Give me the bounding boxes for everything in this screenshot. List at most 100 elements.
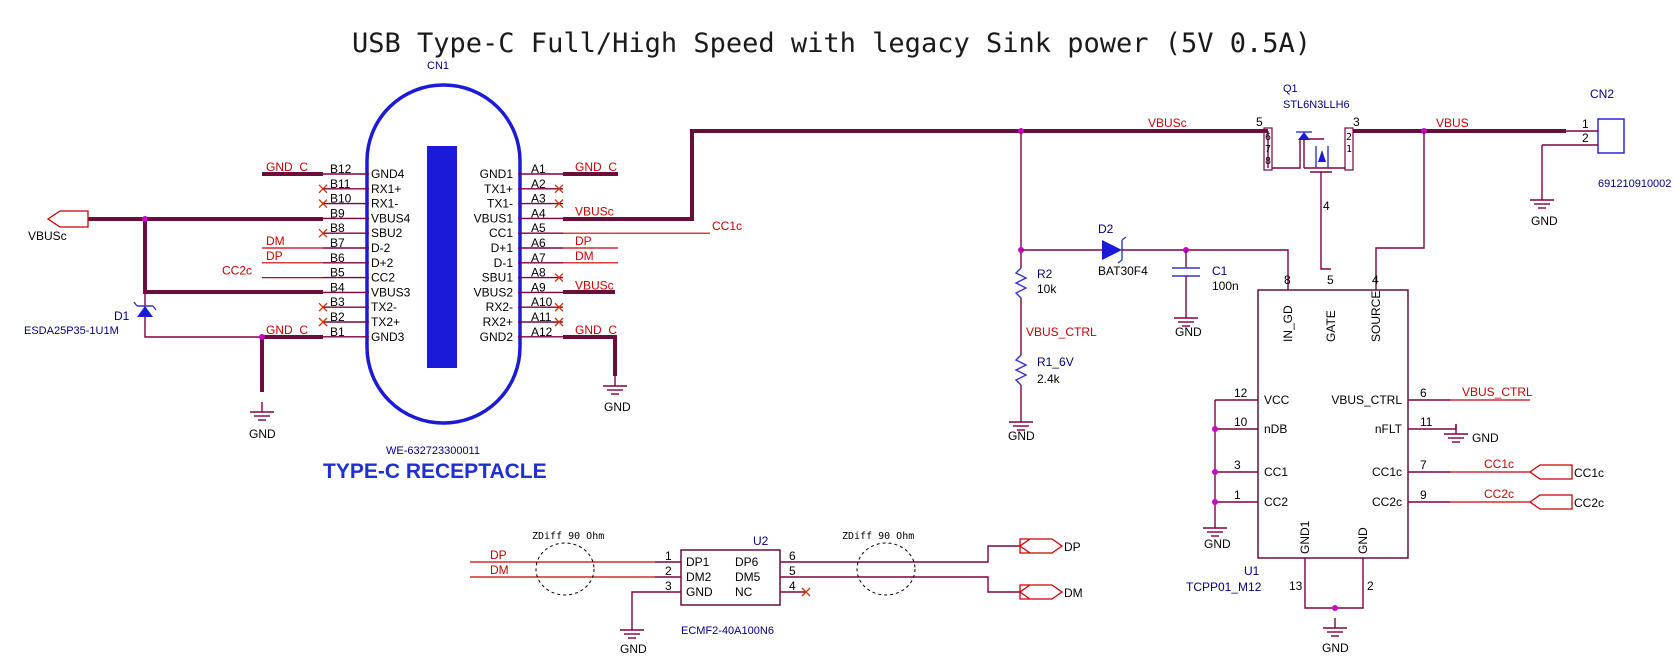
no-connect-mark: [554, 273, 564, 283]
ground-label: GND: [249, 427, 276, 441]
no-connect-mark: [554, 317, 564, 327]
cn1-pin-name: TX1-: [487, 197, 513, 211]
u1-pin-number: 7: [1420, 458, 1427, 472]
cn1-pin-name: VBUS1: [474, 211, 514, 225]
cn1-pin-name: SBU2: [371, 226, 403, 240]
cn1-pin-number: B9: [330, 206, 345, 220]
junction-dot: [259, 334, 265, 340]
u1-pin-number: 5: [1327, 273, 1334, 287]
zdiff-label-right: ZDiff 90 Ohm: [842, 531, 914, 542]
u1-pin-name: VCC: [1264, 393, 1290, 407]
cn1-pin-number: A6: [531, 236, 546, 250]
r1-ref: R1_6V: [1037, 355, 1074, 369]
u2-pin-name: NC: [735, 585, 753, 599]
cn1-pin-name: RX2-: [486, 300, 513, 314]
cn1-pin-name: CC1: [489, 226, 513, 240]
u1-pin-number: 4: [1372, 273, 1379, 287]
u2-net-label: DP: [490, 548, 507, 562]
dp-port: [1018, 538, 1064, 554]
cn1-tongue: [427, 146, 457, 368]
cn1-net-label: GND_C: [266, 323, 308, 337]
ground-label: GND: [1008, 429, 1035, 443]
ground-label: GND: [1204, 537, 1231, 551]
c1-capacitor: C1 100n: [1172, 250, 1239, 308]
q1-pin: 6: [1265, 132, 1271, 143]
q1-pin: 3: [1353, 115, 1360, 129]
cn1-pin-number: A7: [531, 251, 546, 265]
cn1-pin-name: D+1: [491, 241, 514, 255]
dm-port-label: DM: [1064, 586, 1083, 600]
cn1-pin-name: VBUS2: [474, 285, 514, 299]
u1-pin-number: 13: [1289, 579, 1303, 593]
cn1-pin-number: A8: [531, 266, 546, 280]
cn2-ref: CN2: [1590, 87, 1614, 101]
u1-pin-name: IN_GD: [1281, 305, 1295, 342]
ground-symbol: [1008, 411, 1034, 431]
cn1-part: WE-632723300011: [386, 445, 480, 457]
junction-dot: [1212, 499, 1218, 505]
q1-pin: 8: [1265, 156, 1271, 167]
u2-pin-number: 2: [665, 564, 672, 578]
ground-label: GND: [1175, 325, 1202, 339]
u2-pin-name: DP6: [735, 555, 759, 569]
cn1-pin-number: B8: [330, 221, 345, 235]
cn1-pin-number: A11: [531, 310, 552, 324]
cn1-net-label: GND_C: [575, 323, 617, 337]
u2-net-label: DM: [490, 563, 509, 577]
u1-pin-number: 9: [1420, 488, 1427, 502]
cn1-pin-name: TX2-: [371, 300, 397, 314]
q1-pin: 4: [1323, 199, 1330, 213]
no-connect-mark: [318, 199, 328, 209]
r2-value: 10k: [1037, 282, 1057, 296]
cn1-pin-name: CC2: [371, 271, 395, 285]
cn1-pin-name: RX1-: [371, 197, 398, 211]
u1-net-label: VBUS_CTRL: [1462, 385, 1533, 399]
schematic-title: USB Type-C Full/High Speed with legacy S…: [352, 28, 1311, 59]
dp-port-label: DP: [1064, 540, 1081, 554]
cn1-outline: [365, 83, 522, 425]
u1-pin-name: SOURCE: [1369, 291, 1383, 342]
dm-out-wire: [806, 576, 1020, 593]
u1-pin-name: CC2c: [1372, 495, 1402, 509]
u1-pin-name: nFLT: [1375, 422, 1403, 436]
ground-symbol: [602, 375, 628, 395]
r1-value: 2.4k: [1037, 372, 1061, 386]
u1-pin-number: 10: [1234, 415, 1248, 429]
cn1-pin-number: B4: [330, 280, 345, 294]
junction-dot: [1332, 605, 1338, 611]
u1-nflt-wire: [1450, 424, 1457, 430]
vbusc-port-label: VBUSc: [28, 229, 67, 243]
ground-symbol: [1529, 189, 1555, 209]
cn1-pin-name: VBUS3: [371, 285, 411, 299]
u1-net-label: CC2c: [1484, 487, 1514, 501]
u2-pin-number: 3: [665, 579, 672, 593]
cn1-pin-number: B10: [330, 192, 352, 206]
c1-value: 100n: [1212, 279, 1239, 293]
d1-part: ESDA25P35-1U1M: [24, 325, 119, 337]
u2-pin-name: GND: [686, 585, 713, 599]
junction-dot: [1212, 426, 1218, 432]
cc2c-port-label: CC2c: [1574, 496, 1604, 510]
d2-ref: D2: [1098, 222, 1114, 236]
u2-pin-number: 5: [789, 564, 796, 578]
vbusc-b4-wire: [143, 219, 323, 294]
cc1c-port: [1528, 464, 1573, 480]
u1-body: [1257, 289, 1409, 559]
cn1-pin-number: A1: [531, 162, 546, 176]
u1-ref: U1: [1244, 564, 1260, 578]
r2-resistor: R2 10k: [1014, 131, 1057, 355]
no-connect-mark: [554, 184, 564, 194]
q1-ref: Q1: [1283, 83, 1298, 95]
gnd-c-wire-b1: [260, 335, 323, 392]
zdiff-label-left: ZDiff 90 Ohm: [532, 531, 604, 542]
ground-symbol: [249, 401, 275, 421]
q1-pin: 1: [1346, 144, 1352, 155]
q1-pin: 7: [1265, 144, 1271, 155]
vbus-source-wire: [1375, 131, 1425, 290]
u1-pin-name: CC2: [1264, 495, 1288, 509]
cn1-pin-number: B2: [330, 310, 345, 324]
cn1-pin-name: D-2: [371, 241, 391, 255]
